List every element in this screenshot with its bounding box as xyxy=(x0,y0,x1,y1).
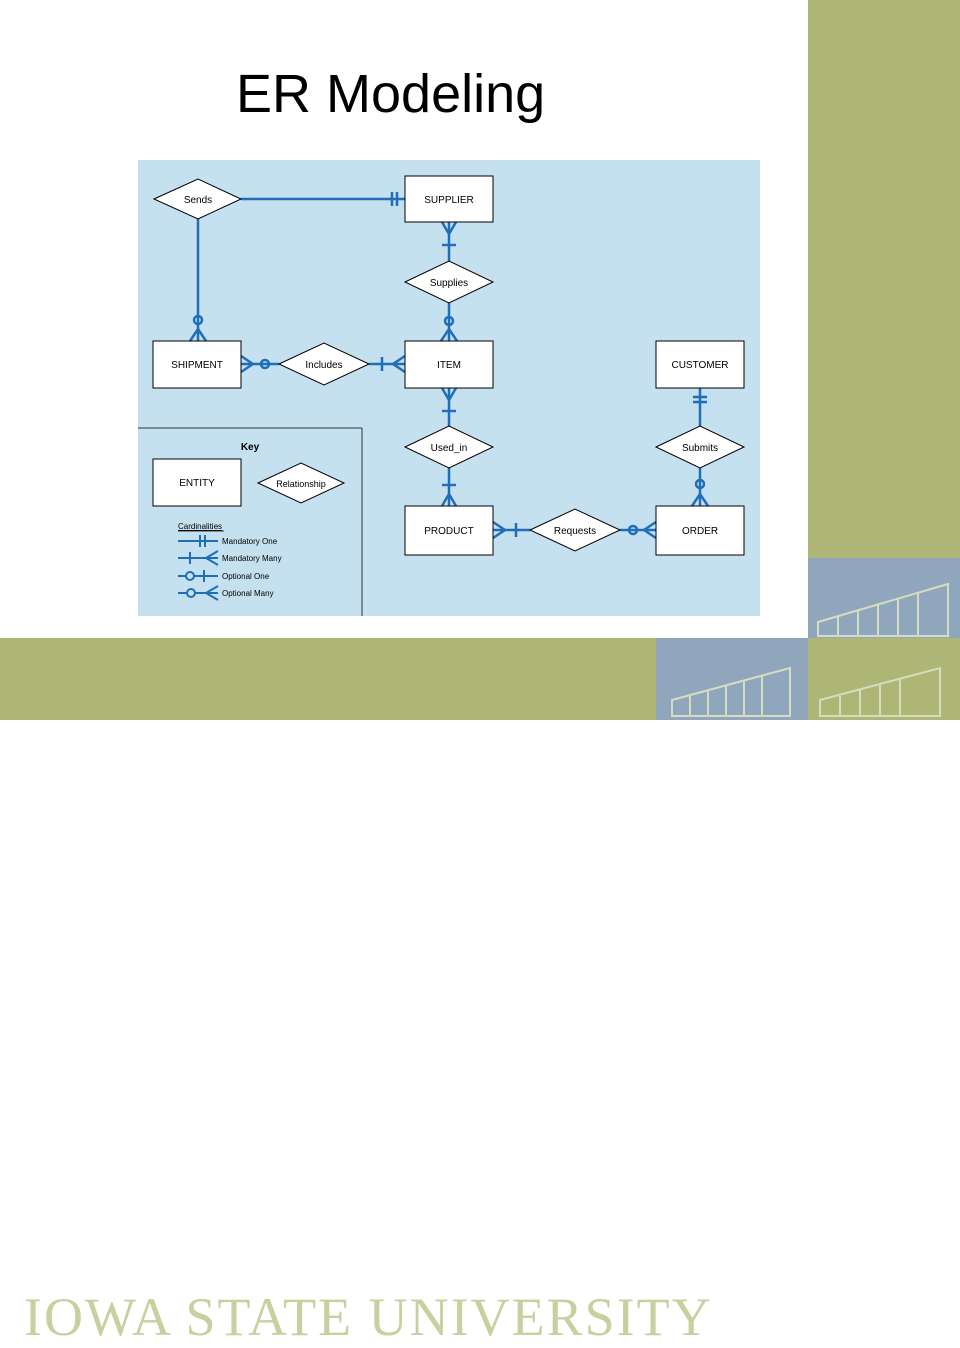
relationship-submits: Submits xyxy=(654,425,746,469)
key-relationship-label: Relationship xyxy=(276,479,326,489)
entity-item: ITEM xyxy=(404,340,494,389)
key-cardinalities-title: Cardinalities xyxy=(178,522,222,531)
relationship-supplies: Supplies xyxy=(403,260,495,304)
svg-text:PRODUCT: PRODUCT xyxy=(424,526,473,537)
entity-supplier: SUPPLIER xyxy=(404,175,494,223)
svg-text:Sends: Sends xyxy=(184,195,212,206)
er-diagram: SUPPLIER SHIPMENT ITEM CUSTOMER PRODUCT … xyxy=(138,160,760,616)
key-entity-label: ENTITY xyxy=(179,478,215,489)
svg-text:Used_in: Used_in xyxy=(431,443,468,454)
svg-text:Submits: Submits xyxy=(682,443,718,454)
key-optional-many: Optional Many xyxy=(222,589,274,598)
svg-text:ORDER: ORDER xyxy=(682,526,718,537)
key-title: Key xyxy=(241,442,260,453)
svg-text:ITEM: ITEM xyxy=(437,360,461,371)
entity-shipment: SHIPMENT xyxy=(152,340,242,389)
university-wordmark: IOWA STATE UNIVERSITY xyxy=(24,1287,713,1347)
relationship-requests: Requests xyxy=(528,508,622,552)
relationship-used-in: Used_in xyxy=(403,425,495,469)
connector-lines xyxy=(196,197,702,532)
building-logo-top-icon xyxy=(808,558,960,638)
svg-text:SUPPLIER: SUPPLIER xyxy=(424,195,473,206)
slide-title: ER Modeling xyxy=(236,64,546,124)
entity-product: PRODUCT xyxy=(404,505,494,556)
relationship-includes: Includes xyxy=(277,342,371,386)
svg-text:Requests: Requests xyxy=(554,526,596,537)
entity-order: ORDER xyxy=(655,505,745,556)
key-relationship-diamond xyxy=(256,462,346,504)
key-entity-box xyxy=(152,458,242,507)
footer-band: IOWA STATE UNIVERSITY xyxy=(0,638,960,1347)
relationship-sends: Sends xyxy=(152,178,243,220)
svg-text:Includes: Includes xyxy=(305,360,342,371)
diagram-key: Key ENTITY Relationship Cardinalities Ma… xyxy=(138,427,363,616)
svg-text:SHIPMENT: SHIPMENT xyxy=(171,360,223,371)
key-optional-one: Optional One xyxy=(222,572,270,581)
svg-text:CUSTOMER: CUSTOMER xyxy=(671,360,728,371)
right-accent-bar xyxy=(808,0,960,638)
entity-customer: CUSTOMER xyxy=(655,340,745,389)
key-mandatory-one: Mandatory One xyxy=(222,537,278,546)
key-mandatory-many: Mandatory Many xyxy=(222,554,282,563)
svg-text:Supplies: Supplies xyxy=(430,278,468,289)
building-logo-icon xyxy=(656,638,941,720)
cardinality-marks xyxy=(188,192,710,540)
